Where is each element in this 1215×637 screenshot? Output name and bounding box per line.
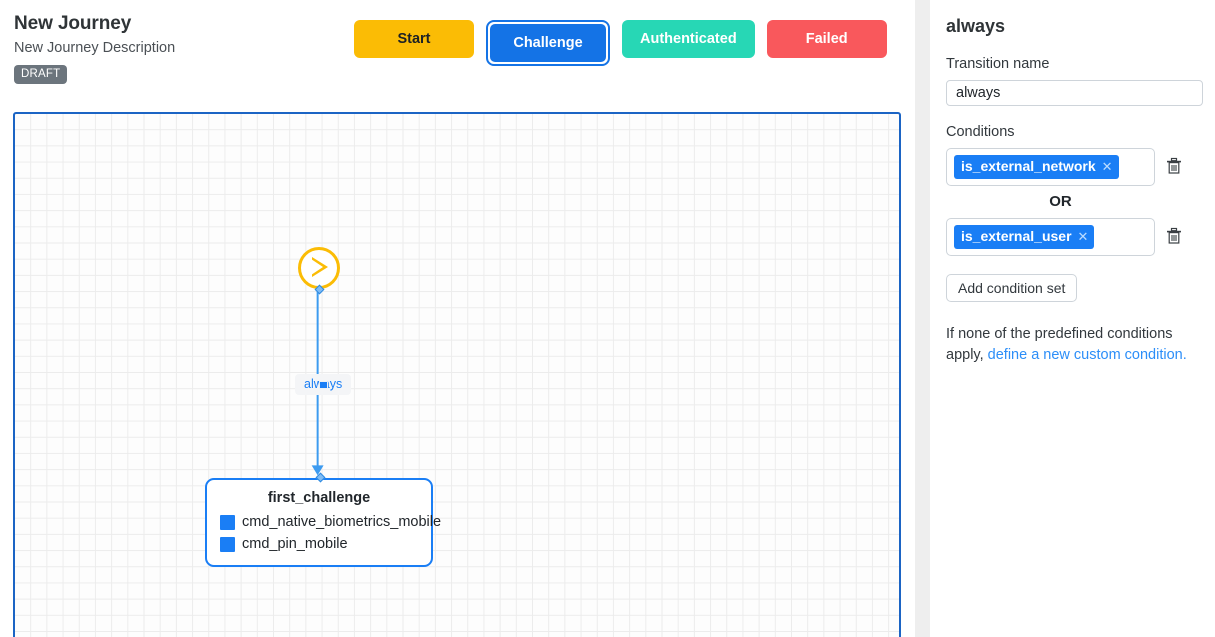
main-area: New Journey New Journey Description DRAF… <box>13 12 901 637</box>
state-button-challenge[interactable]: Challenge <box>490 24 606 62</box>
condition-tag-1[interactable]: is_external_network ✕ <box>954 155 1119 179</box>
list-item-label: cmd_pin_mobile <box>242 536 348 552</box>
custom-condition-note-text: If none of the predefined conditions app… <box>946 326 1173 363</box>
edge-label-marker-icon <box>318 380 328 389</box>
custom-condition-link[interactable]: define a new custom condition. <box>987 347 1187 363</box>
close-icon[interactable]: ✕ <box>1101 159 1113 174</box>
or-divider: OR <box>1049 193 1072 210</box>
flow-canvas[interactable]: always first_challenge cmd_native_biomet… <box>13 112 901 637</box>
condition-set-row: is_external_network ✕ <box>946 148 1199 186</box>
add-condition-set-button[interactable]: Add condition set <box>946 274 1078 302</box>
condition-set-row: is_external_user ✕ <box>946 218 1199 256</box>
trash-icon-svg <box>1167 157 1181 174</box>
start-node-ring <box>298 247 340 289</box>
condition-input-2[interactable]: is_external_user ✕ <box>946 218 1155 256</box>
node-first-challenge[interactable]: first_challenge cmd_native_biometrics_mo… <box>205 472 441 567</box>
status-badge: DRAFT <box>14 65 68 84</box>
condition-tag-label: is_external_user <box>961 228 1072 244</box>
journey-header: New Journey New Journey Description DRAF… <box>14 12 344 84</box>
page-title: New Journey <box>14 13 132 34</box>
list-item[interactable]: cmd_native_biometrics_mobile <box>207 511 441 533</box>
close-icon[interactable]: ✕ <box>1077 229 1089 244</box>
node-title: first_challenge <box>267 490 371 506</box>
state-button-start[interactable]: Start <box>354 20 474 58</box>
panel-resizer-handle[interactable] <box>915 0 930 637</box>
transition-name-label: Transition name <box>946 56 1050 72</box>
journey-description: New Journey Description <box>14 40 176 56</box>
panel-title: always <box>946 16 1006 36</box>
play-icon-inner <box>311 258 323 275</box>
transition-name-input[interactable] <box>946 80 1203 106</box>
state-button-failed[interactable]: Failed <box>766 20 887 58</box>
list-item[interactable]: cmd_pin_mobile <box>207 533 431 555</box>
state-buttons-toolbar: Start Challenge Authenticated Failed <box>354 20 887 66</box>
trash-icon[interactable] <box>1165 227 1183 247</box>
list-item-label: cmd_native_biometrics_mobile <box>242 514 442 530</box>
condition-tag-label: is_external_network <box>961 158 1096 174</box>
start-node[interactable] <box>298 247 340 295</box>
graph-edges <box>311 290 324 476</box>
trash-icon-svg <box>1167 227 1181 244</box>
conditions-label: Conditions <box>946 124 1015 140</box>
swatch-icon <box>220 514 235 530</box>
custom-condition-note: If none of the predefined conditions app… <box>946 324 1190 366</box>
condition-input-1[interactable]: is_external_network ✕ <box>946 148 1155 186</box>
swatch-icon <box>220 536 235 552</box>
state-button-challenge-focus-ring: Challenge <box>486 20 610 66</box>
trash-icon[interactable] <box>1165 157 1183 177</box>
node-target-handle[interactable] <box>315 472 326 483</box>
transition-details-panel: always Transition name Conditions is_ext… <box>930 0 1215 637</box>
state-button-authenticated[interactable]: Authenticated <box>622 20 755 58</box>
edge-label-always[interactable]: always <box>295 374 352 395</box>
condition-tag-2[interactable]: is_external_user ✕ <box>954 225 1095 249</box>
